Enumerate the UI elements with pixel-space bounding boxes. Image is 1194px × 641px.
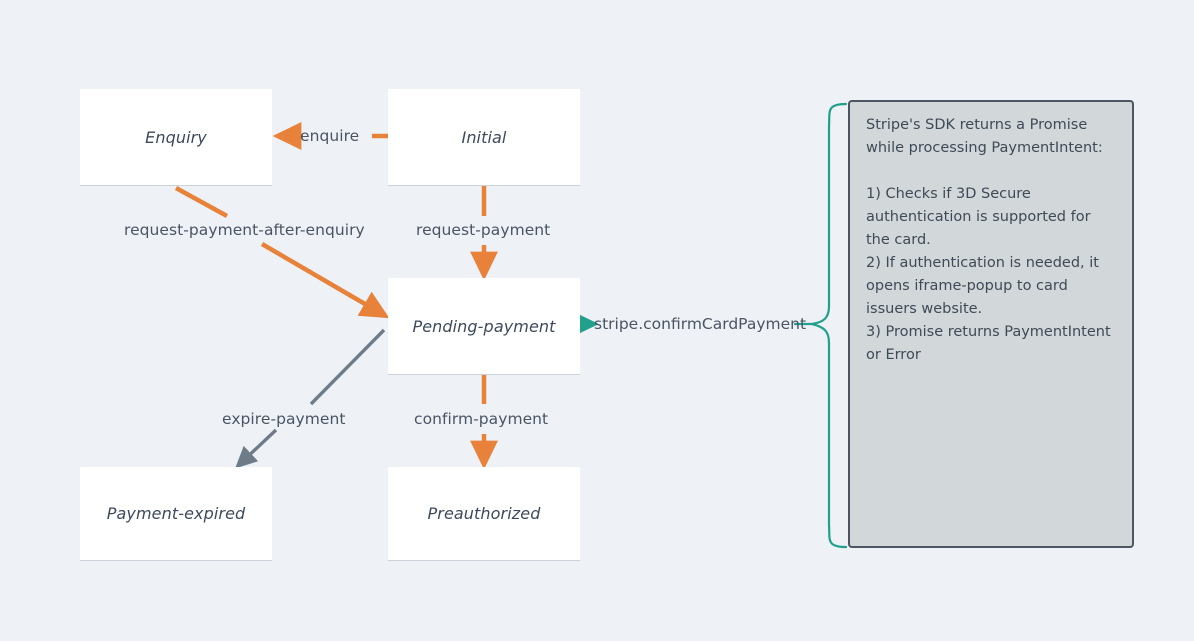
- node-label: Pending-payment: [412, 316, 556, 336]
- edge-label-enquire: enquire: [300, 127, 360, 145]
- edge-label-request-payment: request-payment: [416, 221, 551, 239]
- edge-label-request-payment-after-enquiry: request-payment-after-enquiry: [124, 221, 365, 239]
- node-payment-expired[interactable]: Payment-expired: [80, 467, 272, 560]
- note-box: Stripe's SDK returns a Promise while pro…: [848, 100, 1134, 548]
- edge-expire-payment: [235, 328, 386, 469]
- node-label: Initial: [461, 127, 507, 147]
- edge-label-confirm-payment: confirm-payment: [414, 410, 549, 428]
- node-enquiry[interactable]: Enquiry: [80, 89, 272, 185]
- node-initial[interactable]: Initial: [388, 89, 580, 185]
- node-preauthorized[interactable]: Preauthorized: [388, 467, 580, 560]
- node-label: Payment-expired: [106, 504, 246, 523]
- node-pending-payment[interactable]: Pending-payment: [388, 278, 580, 374]
- edge-request-payment-after-enquiry: [174, 186, 390, 319]
- node-label: Preauthorized: [427, 504, 541, 523]
- note-text: Stripe's SDK returns a Promise while pro…: [866, 117, 1111, 363]
- edge-label-expire-payment: expire-payment: [222, 410, 346, 428]
- annotation-label: stripe.confirmCardPayment: [594, 315, 807, 333]
- node-label: Enquiry: [145, 127, 207, 147]
